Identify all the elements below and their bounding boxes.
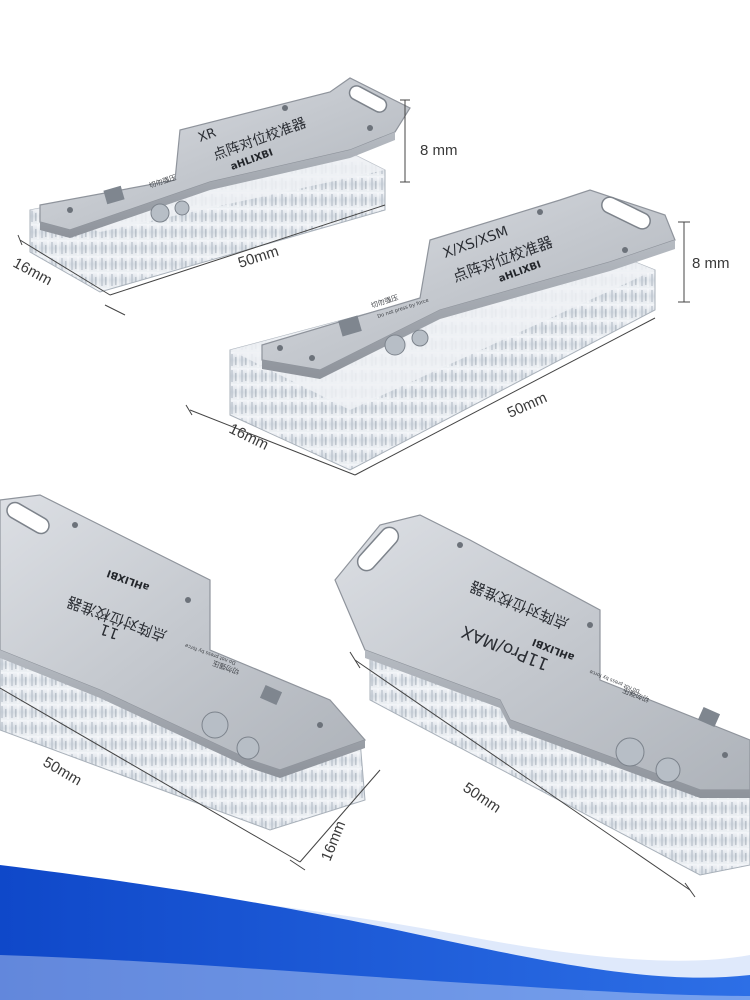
screw xyxy=(185,597,191,603)
screw xyxy=(722,752,728,758)
cutout xyxy=(259,684,283,706)
lens-hole xyxy=(201,711,229,739)
screw xyxy=(622,247,628,253)
slot-hole xyxy=(356,526,400,572)
dimension-lines xyxy=(349,651,696,898)
lens-hole xyxy=(150,203,170,223)
lens-hole xyxy=(655,757,681,783)
lens-hole xyxy=(411,329,429,347)
screw xyxy=(309,355,315,361)
wave-primary xyxy=(0,865,750,1000)
metal-plate-edge xyxy=(40,132,395,238)
screw xyxy=(277,345,283,351)
screw xyxy=(72,522,78,528)
lens-hole xyxy=(384,334,406,356)
slot-hole xyxy=(601,196,651,230)
wave-highlight xyxy=(0,955,750,1000)
metal-plate-edge xyxy=(365,650,750,798)
screw xyxy=(282,105,288,111)
slot-hole xyxy=(6,501,50,535)
dim-height: 8 mm xyxy=(420,142,458,159)
screw xyxy=(587,622,593,628)
dimension-lines xyxy=(17,99,410,316)
lens-hole xyxy=(174,200,190,216)
screw xyxy=(537,209,543,215)
metal-plate-edge xyxy=(262,240,675,379)
lens-hole xyxy=(615,737,645,767)
cutout xyxy=(697,706,721,728)
dim-length: 50mm xyxy=(505,389,550,421)
dimension-lines xyxy=(0,687,381,871)
dim-width: 16mm xyxy=(318,818,349,863)
screw xyxy=(67,207,73,213)
fixture-11: 11 点阵对位校准器 aHLIXBI 切勿强压 Do not press by … xyxy=(0,494,381,871)
cutout xyxy=(103,185,125,205)
screw xyxy=(457,542,463,548)
dimension-lines xyxy=(185,221,690,476)
fixture-xr: XR 点阵对位校准器 aHLIXBI 切勿强压 8 mm 50mm 16mm xyxy=(10,77,458,316)
dim-height: 8 mm xyxy=(692,255,730,272)
screw xyxy=(317,722,323,728)
model-label: 11 xyxy=(97,620,121,643)
slot-hole xyxy=(348,85,388,113)
lens-hole xyxy=(236,736,260,760)
screw xyxy=(367,125,373,131)
cutout xyxy=(338,315,362,337)
fixture-11pro-max: 11Pro/MAX 点阵对位校准器 aHLIXBI 切勿强压 Do not pr… xyxy=(334,514,750,898)
dim-length: 50mm xyxy=(460,779,504,816)
model-label: XR xyxy=(196,126,218,146)
